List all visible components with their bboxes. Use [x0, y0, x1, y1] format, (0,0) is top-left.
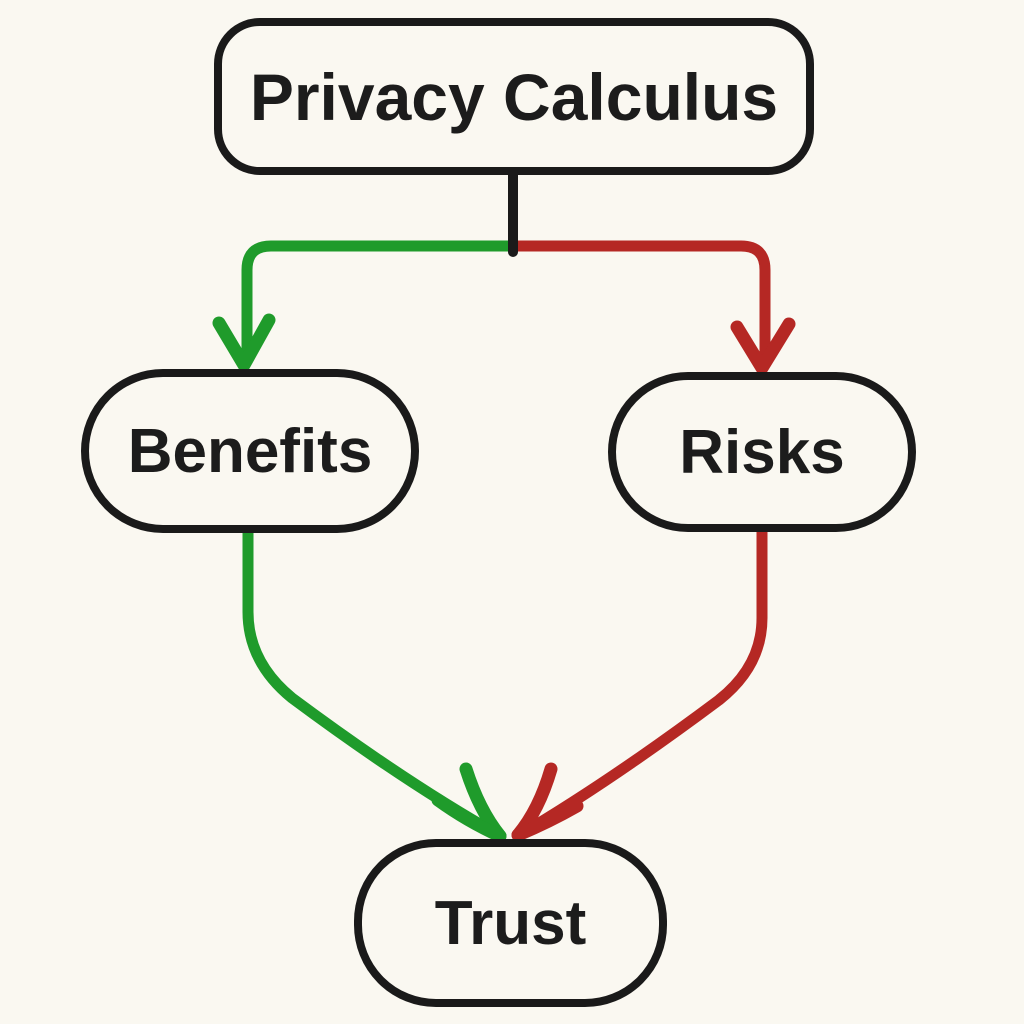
- node-risks-label: Risks: [679, 417, 845, 487]
- trust-arrowhead-green-lower-barb: [431, 793, 507, 843]
- node-benefits-label: Benefits: [127, 416, 373, 486]
- trust-arrowhead-red-lower-barb: [511, 799, 584, 842]
- risks-arrowhead: [730, 317, 796, 375]
- node-risks: Risks: [608, 372, 916, 532]
- edge-benefits-to-trust-line: [242, 524, 503, 840]
- edge-root-to-benefits-line: [241, 240, 515, 357]
- edge-root-to-risks-line: [511, 240, 771, 360]
- edge-risks-to-trust-line: [515, 524, 768, 840]
- node-privacy-calculus-label: Privacy Calculus: [249, 59, 779, 134]
- node-trust: Trust: [354, 839, 667, 1007]
- node-privacy-calculus: Privacy Calculus: [214, 18, 814, 175]
- node-benefits: Benefits: [81, 369, 419, 533]
- benefits-arrowhead: [212, 313, 276, 372]
- node-trust-label: Trust: [434, 888, 587, 958]
